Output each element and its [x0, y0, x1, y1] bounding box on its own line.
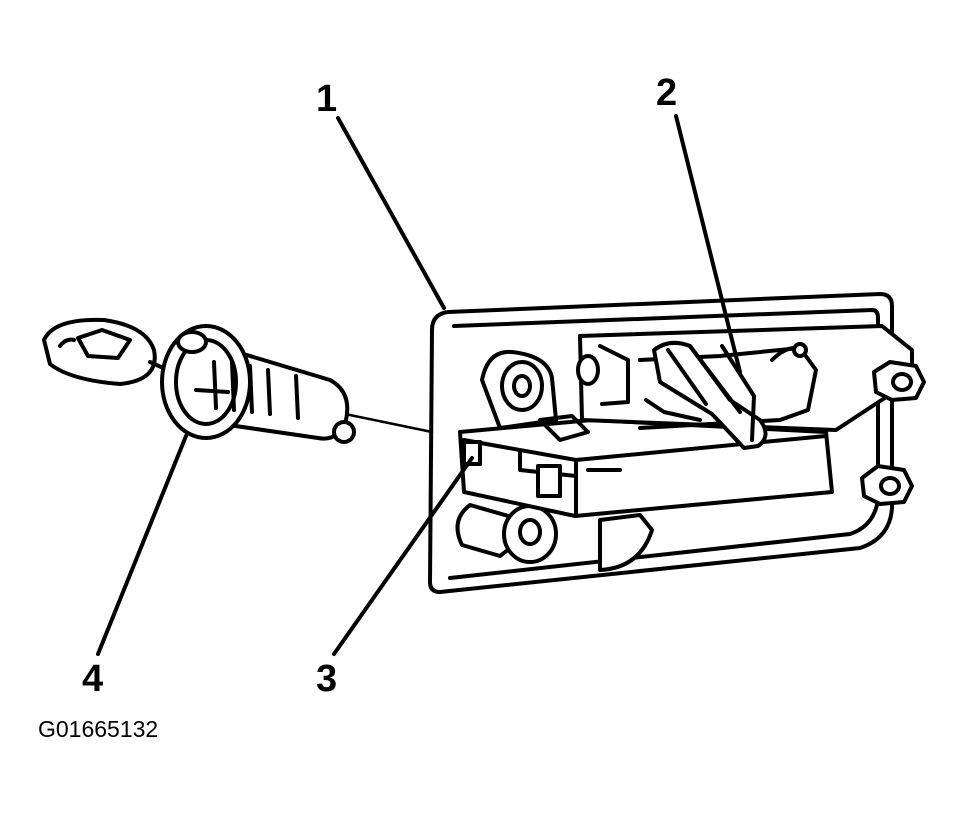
callout-4: 4 — [82, 658, 104, 700]
lower-lug — [455, 503, 654, 572]
hex-nut-lower — [860, 464, 914, 506]
screw — [576, 354, 600, 386]
callout-1: 1 — [316, 78, 338, 120]
hex-nut-upper — [872, 360, 926, 402]
figure-id: G01665132 — [38, 716, 159, 742]
pivot-ear — [480, 349, 590, 442]
lock-cylinder — [160, 324, 356, 444]
leader-line-1 — [336, 116, 446, 310]
callout-2: 2 — [656, 72, 678, 114]
callout-3: 3 — [316, 658, 338, 700]
leader-line-4 — [96, 434, 188, 656]
key — [42, 317, 174, 386]
leader-lines — [96, 114, 742, 656]
leader-line-2 — [674, 114, 742, 374]
leader-line-3 — [332, 456, 474, 656]
latch-lever — [652, 340, 808, 450]
alignment-line — [343, 412, 434, 434]
